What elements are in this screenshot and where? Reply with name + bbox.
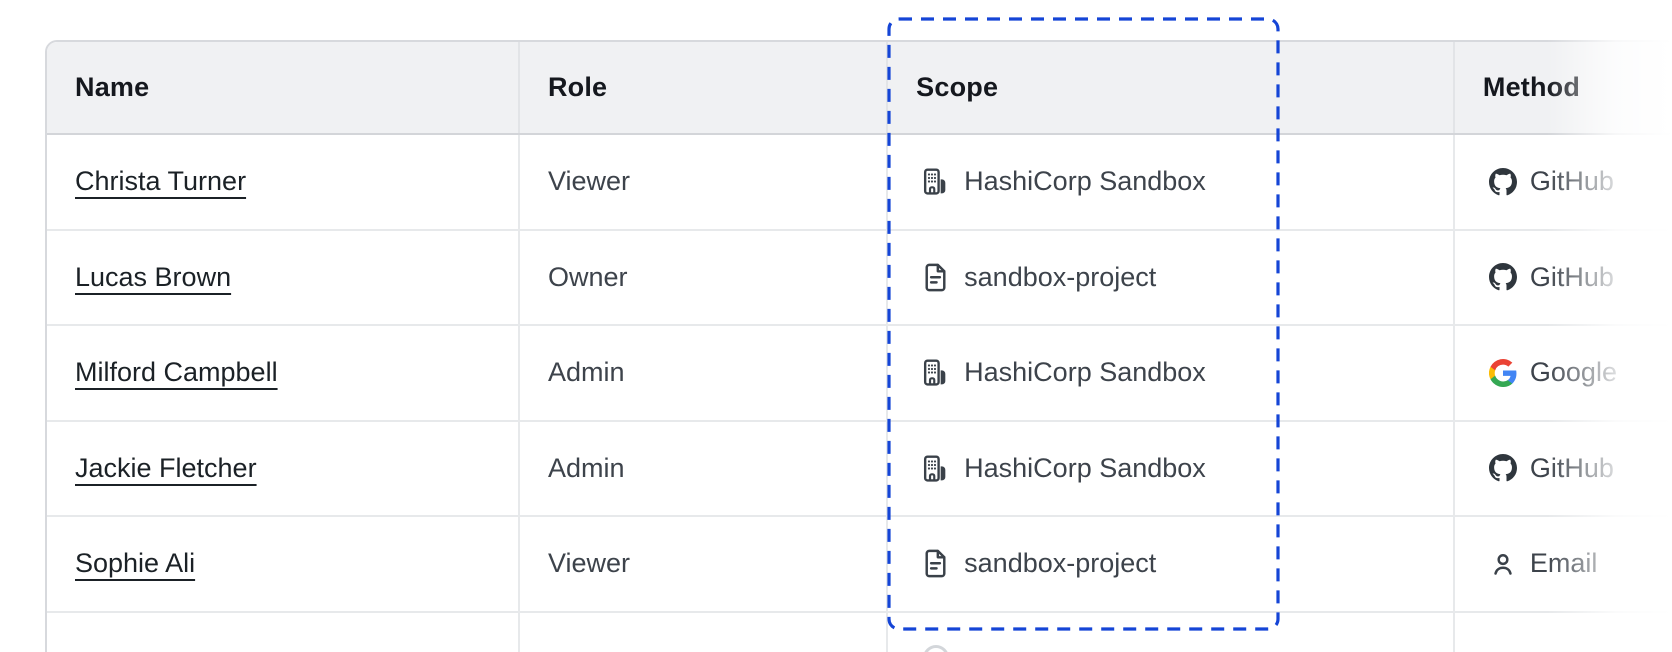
method-cell-text: GitHub xyxy=(1529,166,1614,197)
role-cell: Admin xyxy=(520,421,889,515)
column-header-scope[interactable]: Scope xyxy=(888,42,1455,133)
name-cell: Lucas Brown xyxy=(47,230,520,324)
github-icon xyxy=(1488,454,1517,482)
method-cell: Google xyxy=(1455,326,1672,420)
user-name-link[interactable]: Sophie Ali xyxy=(75,548,196,579)
role-cell xyxy=(520,612,889,652)
method-cell-text: Email xyxy=(1529,548,1598,579)
method-cell: GitHub xyxy=(1455,231,1672,325)
google-icon xyxy=(1488,358,1517,387)
scope-cell: sandbox-project xyxy=(888,517,1455,611)
members-table: Name Role Scope Method Christa Turner Vi… xyxy=(45,40,1672,652)
method-cell-text: Google xyxy=(1529,357,1617,388)
scope-cell: HashiCorp Sandbox xyxy=(888,421,1455,515)
name-cell: Sophie Ali xyxy=(47,517,520,611)
building-icon xyxy=(920,453,951,484)
scope-cell: HashiCorp Sandbox xyxy=(888,326,1455,420)
column-header-name[interactable]: Name xyxy=(47,42,520,133)
name-cell: Milford Campbell xyxy=(47,326,520,420)
scope-cell-text: sandbox-project xyxy=(964,548,1157,579)
name-cell xyxy=(47,612,520,652)
person-icon xyxy=(1489,550,1517,578)
method-cell xyxy=(1455,613,1672,652)
column-header-role[interactable]: Role xyxy=(520,42,889,133)
method-cell: GitHub xyxy=(1455,135,1672,229)
file-text-icon xyxy=(920,548,951,579)
role-cell-text: Admin xyxy=(547,357,625,388)
method-cell-text: GitHub xyxy=(1529,261,1614,292)
role-cell: Viewer xyxy=(520,517,889,611)
user-name-link[interactable]: Lucas Brown xyxy=(75,261,232,292)
scope-cell: sandbox-project xyxy=(888,230,1455,324)
table-row: Lucas Brown Owner sandbox-project GitHub xyxy=(47,230,1672,326)
role-cell: Admin xyxy=(520,326,889,420)
scope-cell-text: HashiCorp Sandbox xyxy=(964,166,1206,197)
scope-cell xyxy=(888,612,1455,652)
column-header-method[interactable]: Method xyxy=(1482,72,1581,102)
scope-cell: HashiCorp Sandbox xyxy=(888,135,1455,229)
name-cell: Jackie Fletcher xyxy=(47,421,520,515)
table-row: Christa Turner Viewer HashiCorp Sandbox … xyxy=(47,135,1672,231)
building-icon xyxy=(920,166,951,197)
user-name-link[interactable]: Christa Turner xyxy=(75,166,247,197)
table-body: Christa Turner Viewer HashiCorp Sandbox … xyxy=(47,135,1672,652)
partial-scope-icon xyxy=(923,644,949,652)
table-row: Jackie Fletcher Admin HashiCorp Sandbox … xyxy=(47,421,1672,517)
scope-cell-text: HashiCorp Sandbox xyxy=(964,452,1206,483)
role-cell-text: Viewer xyxy=(547,166,630,197)
github-icon xyxy=(1488,263,1517,291)
scope-cell-text: sandbox-project xyxy=(964,261,1157,292)
role-cell-text: Viewer xyxy=(547,548,630,579)
file-text-icon xyxy=(920,262,951,293)
table-row: Sophie Ali Viewer sandbox-project Email xyxy=(47,517,1672,613)
github-icon xyxy=(1488,167,1517,196)
building-icon xyxy=(920,357,951,388)
method-cell-text: GitHub xyxy=(1529,452,1614,483)
role-cell-text: Owner xyxy=(547,261,628,292)
name-cell: Christa Turner xyxy=(47,135,520,229)
role-cell-text: Admin xyxy=(547,452,625,483)
role-cell: Viewer xyxy=(520,135,889,229)
scope-cell-text: HashiCorp Sandbox xyxy=(964,357,1206,388)
user-name-link[interactable]: Milford Campbell xyxy=(75,357,278,388)
role-cell: Owner xyxy=(520,230,889,324)
user-name-link[interactable]: Jackie Fletcher xyxy=(75,452,257,483)
table-row: Milford Campbell Admin HashiCorp Sandbox… xyxy=(47,326,1672,422)
table-row-partial xyxy=(47,612,1672,652)
method-cell: GitHub xyxy=(1455,422,1672,516)
table-header-row: Name Role Scope Method xyxy=(47,42,1672,135)
method-cell: Email xyxy=(1455,517,1672,611)
